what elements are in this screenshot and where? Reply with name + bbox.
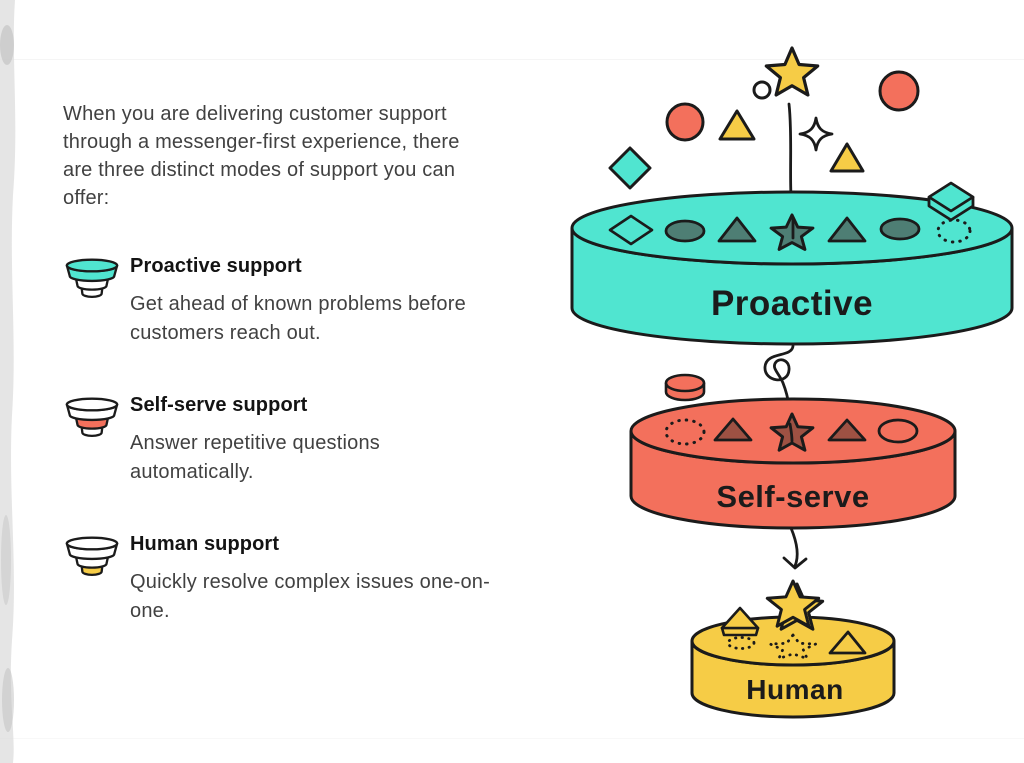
item-description: Get ahead of known problems before custo… [130, 293, 466, 344]
yellow-star [765, 579, 821, 628]
floating-shapes [608, 46, 920, 190]
scan-line [0, 59, 1024, 60]
intro-paragraph: When you are delivering customer support… [63, 103, 460, 209]
item-description: Quickly resolve complex issues one-on- o… [130, 571, 490, 622]
dark-triangle [827, 216, 867, 243]
support-item-self-serve: Self-serve support Answer repetitive que… [63, 393, 525, 487]
support-item-proactive: Proactive support Get ahead of known pro… [63, 254, 525, 348]
dotted-star-outline [768, 633, 818, 660]
support-modes-panel: When you are delivering customer support… [63, 100, 525, 671]
icon-top-face [65, 258, 119, 273]
dark-triangle [827, 418, 867, 442]
disc-label-proactive: Proactive [711, 284, 873, 323]
red-circle [878, 70, 920, 112]
funnel-thread-loop [763, 344, 795, 440]
small-circle-outline [752, 80, 772, 100]
disc-label-self-serve: Self-serve [716, 479, 869, 514]
proactive-funnel-icon [65, 258, 119, 299]
self-serve-disc: Self-serve [629, 397, 957, 530]
yellow-triangle [829, 142, 865, 173]
item-title: Proactive support [130, 255, 302, 277]
dark-triangle [713, 417, 753, 442]
funnel-arrow [782, 526, 808, 570]
dark-ellipse [879, 217, 921, 241]
dotted-circle [664, 418, 706, 446]
dark-triangle [717, 216, 757, 243]
proactive-disc: Proactive [570, 181, 1014, 346]
triangle-outline [828, 630, 867, 655]
self-serve-funnel-icon [65, 397, 119, 438]
human-funnel-icon [65, 536, 119, 577]
red-circle [665, 102, 705, 142]
dotted-circle [936, 218, 972, 244]
red-coin [664, 373, 706, 402]
sparkle-icon [798, 116, 834, 152]
yellow-triangle [718, 109, 756, 141]
dark-ellipse [664, 219, 706, 243]
item-title: Human support [130, 533, 280, 555]
support-funnel-illustration: Proactive Self-serve [560, 20, 1024, 743]
yellow-star [764, 46, 820, 97]
disc-label-human: Human [746, 674, 843, 705]
torn-paper-edge [0, 0, 16, 763]
teal-diamond [608, 146, 652, 190]
diamond-outline [608, 214, 654, 246]
item-description: Answer repetitive questions automaticall… [130, 432, 380, 483]
support-item-human: Human support Quickly resolve complex is… [63, 532, 525, 626]
ellipse-outline [877, 418, 919, 444]
human-disc: Human [690, 579, 896, 719]
item-title: Self-serve support [130, 394, 308, 416]
dotted-circle [726, 636, 756, 650]
